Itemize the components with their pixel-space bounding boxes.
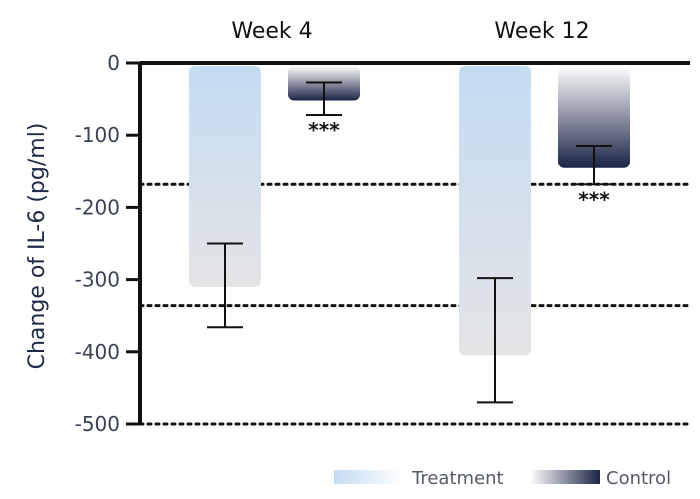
legend-swatch-control xyxy=(530,470,600,484)
significance-marker: *** xyxy=(578,187,610,211)
bar-treatment-0 xyxy=(189,66,261,287)
y-axis-label: Change of IL-6 (pg/ml) xyxy=(25,123,50,370)
bars xyxy=(189,66,630,356)
legend-label-treatment: Treatment xyxy=(411,468,504,489)
y-tick-label: -400 xyxy=(75,340,120,364)
significance-marker: *** xyxy=(308,118,340,142)
category-label-0: Week 4 xyxy=(231,19,312,44)
legend-label-control: Control xyxy=(606,468,671,489)
bar-control-1 xyxy=(558,66,630,168)
y-tick-label: 0 xyxy=(107,51,120,75)
y-tick-label: -500 xyxy=(75,412,120,436)
labels: *** *** Week 4 Week 12 Change of IL-6 (pg/ml… xyxy=(25,19,610,369)
bar-treatment-1 xyxy=(459,66,531,356)
legend-swatch-treatment xyxy=(334,470,404,484)
y-ticks: 0 -100 -200 -300 -400 -500 xyxy=(75,51,140,436)
legend: Treatment Control xyxy=(334,468,671,489)
category-label-1: Week 12 xyxy=(494,19,589,44)
y-tick-label: -300 xyxy=(75,268,120,292)
y-tick-label: -200 xyxy=(75,195,120,219)
axes xyxy=(138,61,690,424)
error-bars xyxy=(207,81,612,404)
y-tick-label: -100 xyxy=(75,123,120,147)
